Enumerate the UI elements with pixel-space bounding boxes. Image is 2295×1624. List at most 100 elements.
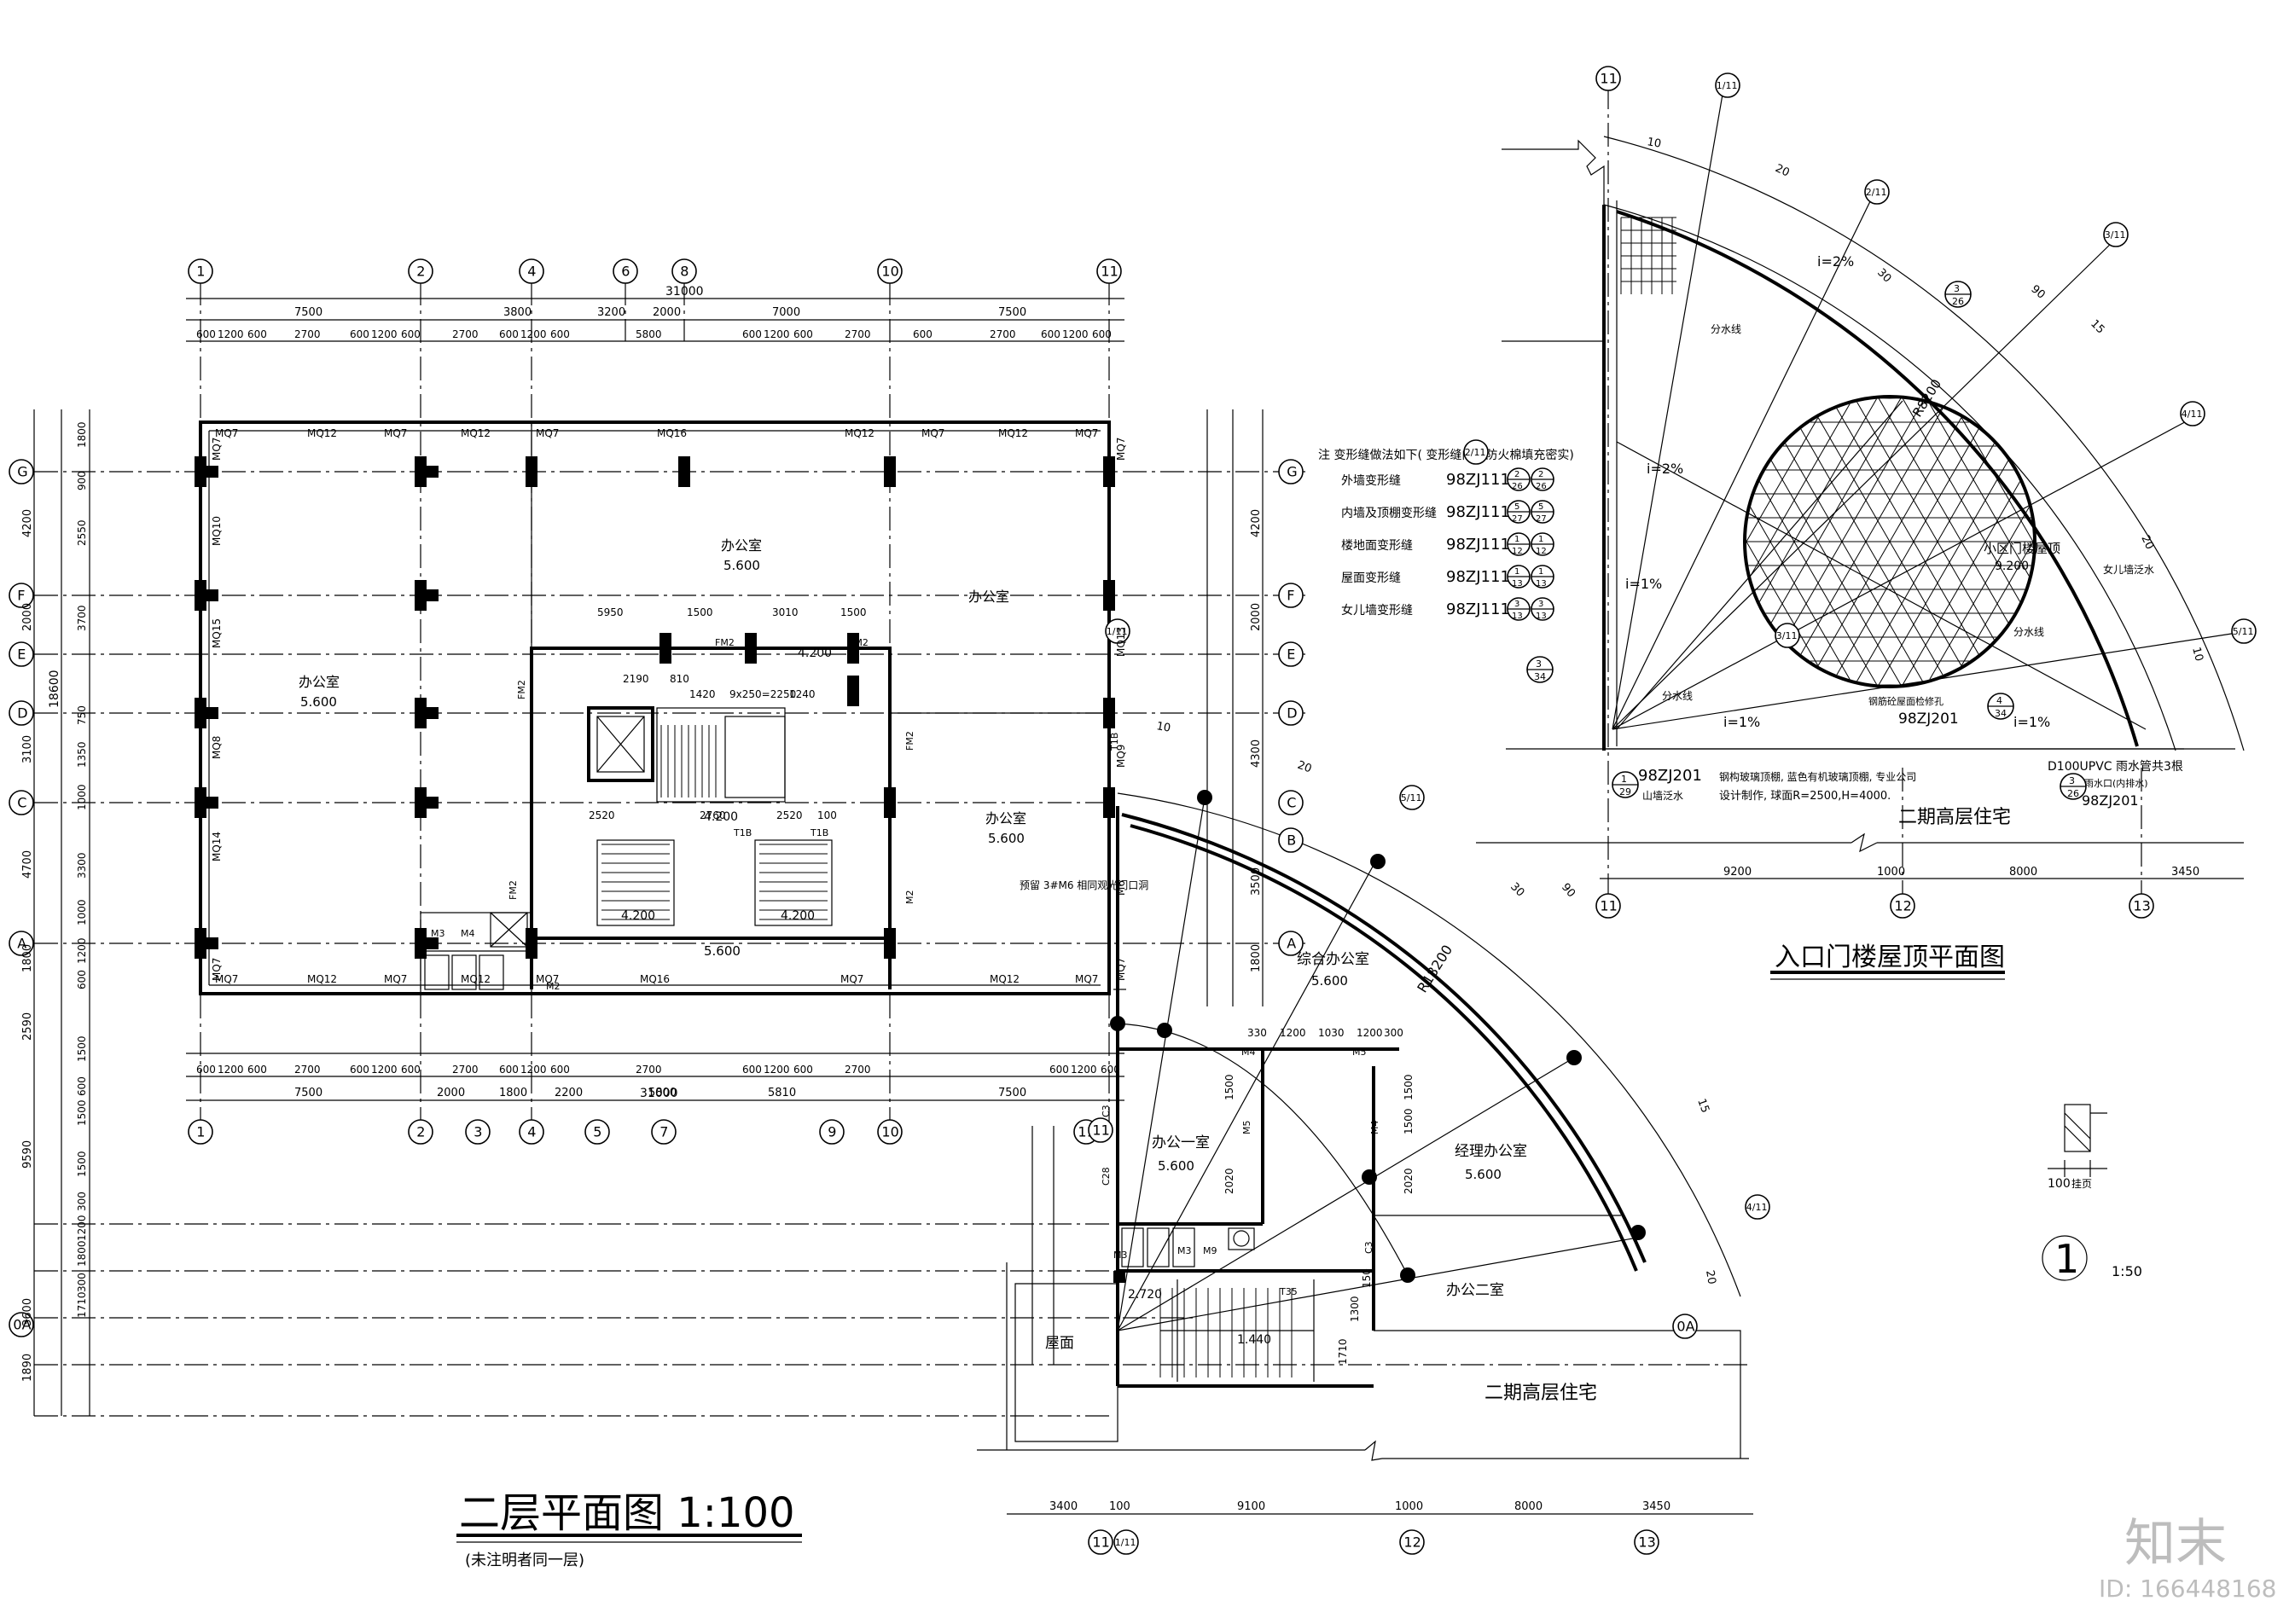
axis-left-bubble-circle bbox=[9, 931, 34, 956]
room-office-d-elev: 5.600 bbox=[988, 831, 1025, 846]
dim-roof-arc: 10 bbox=[2189, 646, 2205, 663]
window-label-top: MQ7 bbox=[384, 427, 407, 439]
roof-note-label: 楼地面变形缝 bbox=[1341, 539, 1413, 553]
dim-top-row2: 600 bbox=[196, 328, 216, 340]
door-label: M2 bbox=[904, 890, 915, 905]
dim-lower-bottom: 9100 bbox=[1237, 1500, 1265, 1513]
dim-top-row2: 1200 bbox=[764, 328, 790, 340]
dim-office: 2020 bbox=[1403, 1168, 1415, 1194]
axis-right-bubble: C bbox=[1287, 795, 1296, 811]
ref-bottom: 13 bbox=[1512, 579, 1523, 589]
roof-notes-header: 注 变形缝做法如下( 变形缝内用防火棉填充密实) bbox=[1318, 448, 1574, 462]
door-label: FM2 bbox=[508, 880, 519, 900]
door-label: C3 bbox=[1101, 1105, 1112, 1117]
dim-lower-bottom: 1000 bbox=[1395, 1500, 1423, 1513]
dim-left-row1: 1800 bbox=[21, 944, 34, 972]
axis-top-bubble: 8 bbox=[680, 264, 688, 280]
axis-top-bubble-circle bbox=[1096, 258, 1122, 284]
dim-top-row1: 3800 bbox=[503, 306, 532, 319]
dim-bottom-row2: 600 bbox=[550, 1064, 570, 1076]
axis-radial-bubble: 5/11 bbox=[1401, 792, 1422, 803]
dim-lower-bottom: 3450 bbox=[1642, 1500, 1670, 1513]
roof-note-code: 98ZJ111 bbox=[1446, 536, 1510, 554]
dim-top-row2: 2700 bbox=[845, 328, 871, 340]
door-label: M5 bbox=[1241, 1121, 1252, 1135]
roof-ref-bottom: 26 bbox=[2067, 788, 2079, 799]
axis-left-bubble: C bbox=[17, 795, 26, 811]
roof-note-i: 女儿墙泛水 bbox=[2103, 563, 2154, 576]
dim-office: 1200 bbox=[1357, 1027, 1383, 1039]
door-label: M4 bbox=[461, 928, 475, 939]
door-label: M4 bbox=[1241, 1047, 1256, 1058]
main-plan-walls bbox=[195, 420, 1115, 995]
window-label-left: MQ8 bbox=[211, 736, 223, 759]
axis-roof-bubble-circle bbox=[1595, 893, 1621, 919]
stair-elev-4: 4.200 bbox=[704, 810, 738, 824]
axis-roof-radial-bubble-circle bbox=[1864, 179, 1890, 205]
window-label-bottom: MQ12 bbox=[990, 973, 1020, 985]
axis-left-bubble-circle bbox=[9, 700, 34, 726]
lower-elev-2: 1.440 bbox=[1237, 1333, 1271, 1347]
ref-bottom-2: 12 bbox=[1536, 547, 1547, 556]
dim-bottom-row2: 1200 bbox=[764, 1064, 790, 1076]
dim-left-row2: 600 bbox=[76, 970, 88, 989]
elevator-note: 预留 3#M6 相同观光门口洞 bbox=[1020, 879, 1148, 891]
dim-lower-bottom: 100 bbox=[1109, 1500, 1130, 1513]
ref-top-2: 1 bbox=[1538, 535, 1543, 544]
axis-roof-radial-bubble: 5/11 bbox=[2233, 626, 2254, 637]
axis-left-bubble-circle bbox=[9, 1312, 34, 1337]
detail-mark: 1 bbox=[2054, 1236, 2079, 1282]
ref-top: 1 bbox=[1514, 567, 1519, 577]
axis-right-bubble-circle bbox=[1278, 827, 1304, 853]
axis-bottom-bubble-circle bbox=[651, 1119, 677, 1145]
dim-office: 1500 bbox=[1403, 1108, 1415, 1134]
axis-roof-radial-bubble-circle bbox=[1715, 72, 1740, 98]
structural-column bbox=[1103, 580, 1115, 611]
dim-top-row2: 600 bbox=[247, 328, 267, 340]
dim-left-lower2: 600 bbox=[76, 1076, 88, 1096]
dim-lower-arc: 20 bbox=[1703, 1269, 1718, 1285]
roof-note-label: 屋面变形缝 bbox=[1341, 571, 1401, 585]
axis-right-bubble: A bbox=[1287, 936, 1296, 952]
axis-right-bubble-circle bbox=[1278, 790, 1304, 815]
axis-right-bubble-circle bbox=[1278, 459, 1304, 484]
window-label-top: MQ12 bbox=[845, 427, 874, 439]
axis-top-bubble-circle bbox=[408, 258, 433, 284]
axis-roof-radial-bubble-circle bbox=[2180, 401, 2205, 426]
gutter-line-3: 分水线 bbox=[1662, 690, 1693, 702]
roof-plan-title: 入口门楼屋顶平面图 bbox=[1775, 942, 2005, 972]
axis-right-bubble-circle bbox=[1278, 583, 1304, 608]
axis-radial-bubble: 2/11 bbox=[1465, 447, 1486, 458]
dim-left-row1: 2000 bbox=[21, 603, 34, 631]
gutter-line-2: 分水线 bbox=[2013, 626, 2044, 638]
axis-left-bubble: 0A bbox=[13, 1317, 31, 1333]
axis-lower-bubble: 1/11 bbox=[1115, 1537, 1136, 1548]
roof-ref-top: 3 bbox=[2069, 775, 2075, 786]
dim-left-row2: 900 bbox=[76, 471, 88, 490]
roof-note-label: 外墙变形缝 bbox=[1341, 474, 1401, 488]
dim-lower-bottom: 3400 bbox=[1049, 1500, 1078, 1513]
slope-2: i=2% bbox=[1817, 253, 1854, 270]
structural-column bbox=[847, 676, 859, 706]
dim-office: 1710 bbox=[1337, 1338, 1349, 1365]
axis-right-bubble: D bbox=[1287, 705, 1297, 722]
door-label: T1B bbox=[810, 827, 828, 838]
window-label-top: MQ16 bbox=[657, 427, 687, 439]
dim-office: 1500 bbox=[1223, 1074, 1235, 1100]
axis-bottom-bubble: 4 bbox=[527, 1124, 536, 1140]
axis-top-bubble-circle bbox=[877, 258, 903, 284]
bottom-total-dim: 31000 bbox=[640, 1087, 678, 1100]
dim-bottom-row2: 600 bbox=[499, 1064, 519, 1076]
canopy-label: 小区门楼屋顶 bbox=[1984, 541, 2060, 556]
room-office-c: 办公室 bbox=[968, 589, 1009, 605]
roof-note-c: 钢构玻璃顶棚, 蓝色有机玻璃顶棚, 专业公司 bbox=[1719, 770, 1916, 783]
structural-column bbox=[884, 928, 896, 959]
axis-top-bubble: 4 bbox=[527, 264, 536, 280]
room-office-b-elev: 5.600 bbox=[723, 558, 760, 573]
dim-left-lower: 1890 bbox=[21, 1354, 34, 1382]
window-label-bottom: MQ7 bbox=[384, 973, 407, 985]
door-label: FM2 bbox=[715, 637, 735, 648]
axis-top-bubble: 11 bbox=[1101, 264, 1118, 280]
axis-roof-radial-bubble: 1/11 bbox=[1717, 80, 1738, 91]
ref-top-2: 2 bbox=[1538, 470, 1543, 479]
